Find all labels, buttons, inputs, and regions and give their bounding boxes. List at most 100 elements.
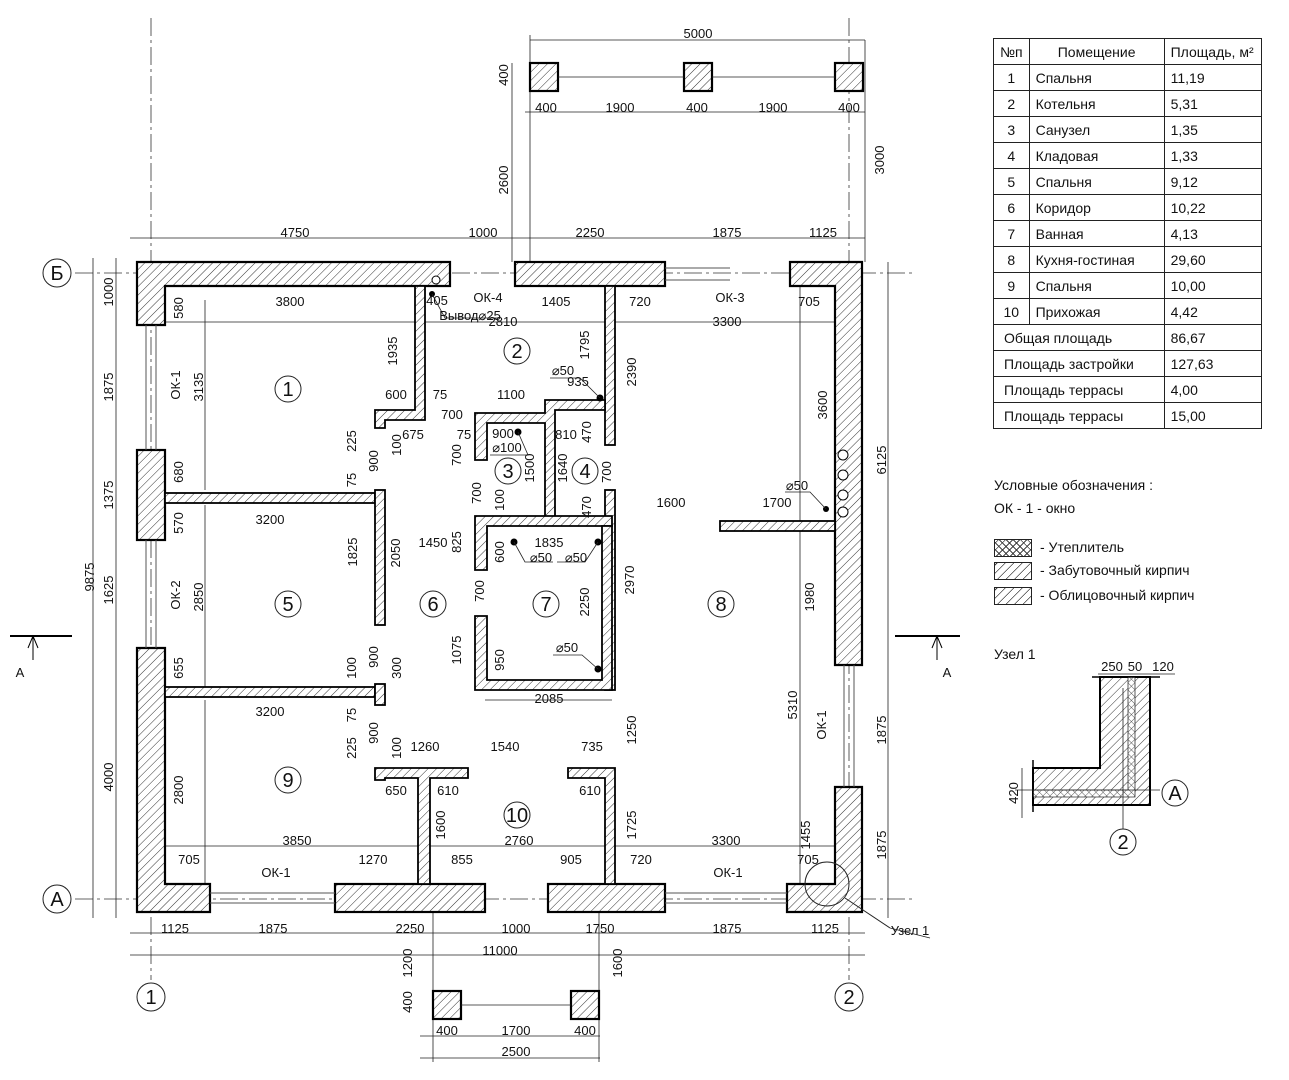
room-number: 6 [993,194,1030,221]
dimension-label: 3800 [276,294,305,309]
pipe-note: ⌀50 [530,550,552,565]
total-label: Площадь застройки [993,350,1165,377]
dimension-label: 1125 [809,225,837,240]
total-value: 4,00 [1163,376,1262,403]
axis-1-label: 1 [145,987,156,1009]
dimension-label: 1875 [874,831,889,860]
pipes [429,275,849,673]
dimension-label: 1875 [713,921,742,936]
section-marks: А А [10,634,960,680]
dimension-label: 1200 [400,949,415,978]
node-callout-label: Узел 1 [891,923,930,938]
window-label: ОК-4 [473,290,502,305]
room-area: 9,12 [1163,168,1262,195]
room-area: 5,31 [1163,90,1262,117]
legend-window: ОК - 1 - окно [994,500,1076,516]
dimension-label: 900 [366,450,381,472]
room-marker-number: 6 [427,594,438,616]
axis-b-label: Б [50,263,63,285]
dimension-label: 1540 [491,739,520,754]
dimension-label: 1500 [522,454,537,483]
dimension-label: 580 [171,297,186,319]
node-axis-2: 2 [1117,832,1128,854]
dimension-label: 3200 [256,704,285,719]
window-label: ОК-2 [168,580,183,609]
legend-backing-brick-label: - Забутовочный кирпич [1040,562,1190,578]
dimension-label: 735 [581,739,603,754]
room-marker-number: 7 [540,594,551,616]
axis-2-label: 2 [843,987,854,1009]
dimension-label: 705 [798,294,820,309]
dimension-label: 1405 [542,294,571,309]
dimension-label: 470 [579,496,594,518]
header-room: Помещение [1028,38,1165,65]
room-name: Прихожая [1028,298,1165,325]
node-axis-a: А [1168,783,1182,805]
room-name: Спальня [1028,168,1165,195]
room-marker-number: 8 [715,594,726,616]
dimension-label: 1750 [586,921,615,936]
dimension-label: 950 [492,649,507,671]
legend-facing-brick-label: - Облицовочный кирпич [1040,587,1195,603]
legend-facing-brick: - Облицовочный кирпич [994,587,1195,606]
dimension-label: 700 [599,461,614,483]
window-label: ОК-1 [168,370,183,399]
dimension-label: 9875 [82,563,97,592]
dimension-label: 825 [449,531,464,553]
node-dim-420: 420 [1006,782,1021,804]
node-title: Узел 1 [994,646,1036,662]
dimension-label: 2250 [577,588,592,617]
room-name: Кухня-гостиная [1028,246,1165,273]
room-marker-circle [274,375,302,403]
dimension-label: 1980 [802,583,817,612]
dimension-label: 1875 [874,716,889,745]
room-name: Коридор [1028,194,1165,221]
node-1-detail: А 2 250 50 120 420 [1006,659,1189,856]
interior-walls [164,285,836,885]
dimension-label: 1725 [624,811,639,840]
room-name: Кладовая [1028,142,1165,169]
dimension-label: 3850 [283,833,312,848]
dimension-label: 1125 [161,921,189,936]
dimension-label: 400 [436,1023,458,1038]
room-marker-number: 1 [282,379,293,401]
dimension-label: 905 [560,852,582,867]
room-marker-circle [571,457,599,485]
room-name: Ванная [1028,220,1165,247]
dimension-label: 1600 [657,495,686,510]
room-marker-circle [419,590,447,618]
dimension-label: 75 [457,427,471,442]
dimension-label: 300 [389,657,404,679]
dimension-label: 400 [838,100,860,115]
dimension-label: 1075 [449,636,464,665]
dimension-label: 810 [555,427,577,442]
dimension-label: 100 [389,737,404,759]
pipe-note: ⌀50 [556,640,578,655]
dimension-label: 2085 [535,691,564,706]
dimension-label: 935 [567,374,589,389]
dimension-label: 1260 [411,739,440,754]
dimension-label: 470 [579,421,594,443]
dimension-label: 570 [171,512,186,534]
window-label: ОК-3 [715,290,744,305]
dimension-label: 1375 [101,481,116,510]
terrace-posts [431,61,865,1021]
pipe-note: ⌀100 [492,440,522,455]
node-dim-50: 50 [1128,659,1142,674]
dimension-label: 5310 [785,691,800,720]
room-area: 4,13 [1163,220,1262,247]
room-area: 10,22 [1163,194,1262,221]
pipe-note: ⌀50 [565,550,587,565]
dimension-label: 700 [469,482,484,504]
dimension-label: 655 [171,657,186,679]
dimension-label: 1900 [759,100,788,115]
room-number: 3 [993,116,1030,143]
dimension-label: 700 [449,444,464,466]
legend-title: Условные обозначения : [994,477,1154,493]
